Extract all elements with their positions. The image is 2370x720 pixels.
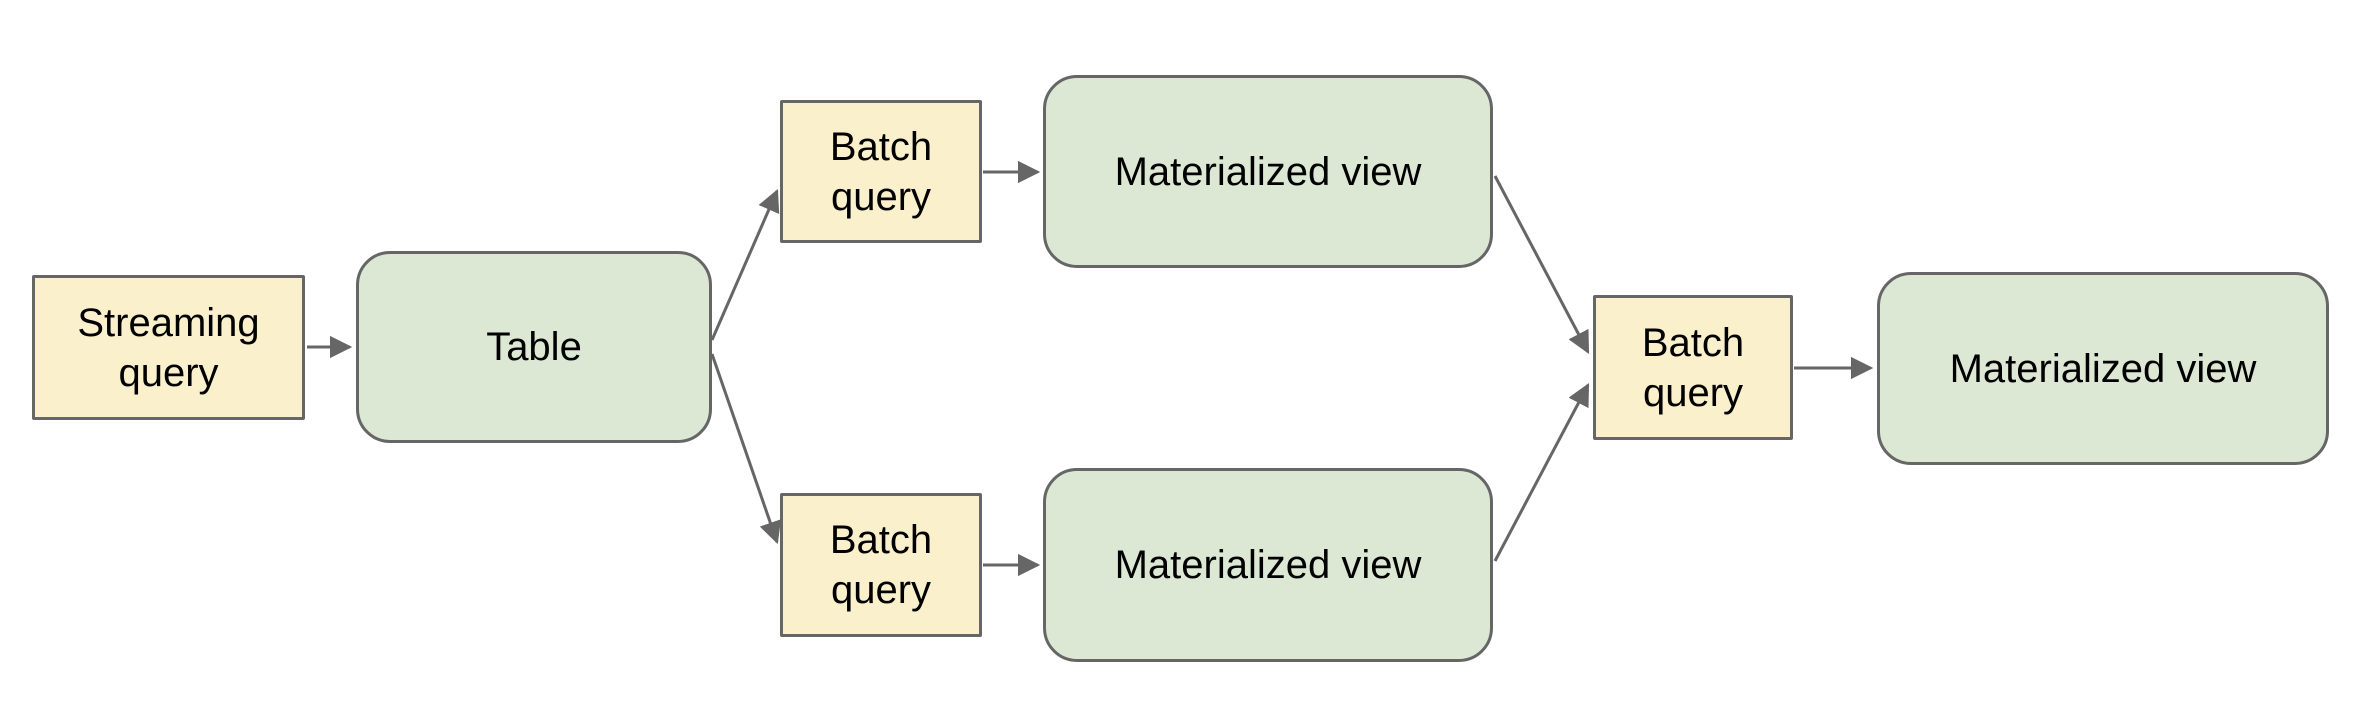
node-materialized-view-top-label: Materialized view (1114, 149, 1422, 194)
connector-materialized-view-bottom-to-batch-query-right (1493, 383, 1590, 562)
node-streaming-query-label: Streaming query (77, 300, 260, 395)
node-batch-query-top: Batch query (780, 100, 982, 243)
connector-table-to-batch-query-bottom (710, 353, 782, 545)
node-materialized-view-right: Materialized view (1877, 272, 2329, 465)
node-batch-query-top-label: Batch query (829, 124, 933, 219)
node-batch-query-bottom-label: Batch query (829, 518, 933, 612)
connector-table-to-batch-query-top (710, 188, 780, 341)
node-materialized-view-right-label: Materialized view (1949, 346, 2257, 391)
node-batch-query-right: Batch query (1593, 295, 1793, 440)
connector-materialized-view-top-to-batch-query-right (1493, 175, 1590, 354)
node-table: Table (356, 251, 712, 443)
node-streaming-query: Streaming query (32, 275, 305, 420)
node-table-label: Table (486, 325, 582, 369)
node-materialized-view-bottom-label: Materialized view (1114, 543, 1422, 587)
node-materialized-view-bottom: Materialized view (1043, 468, 1493, 662)
node-materialized-view-top: Materialized view (1043, 75, 1493, 268)
node-batch-query-right-label: Batch query (1641, 320, 1745, 415)
node-batch-query-bottom: Batch query (780, 493, 982, 637)
